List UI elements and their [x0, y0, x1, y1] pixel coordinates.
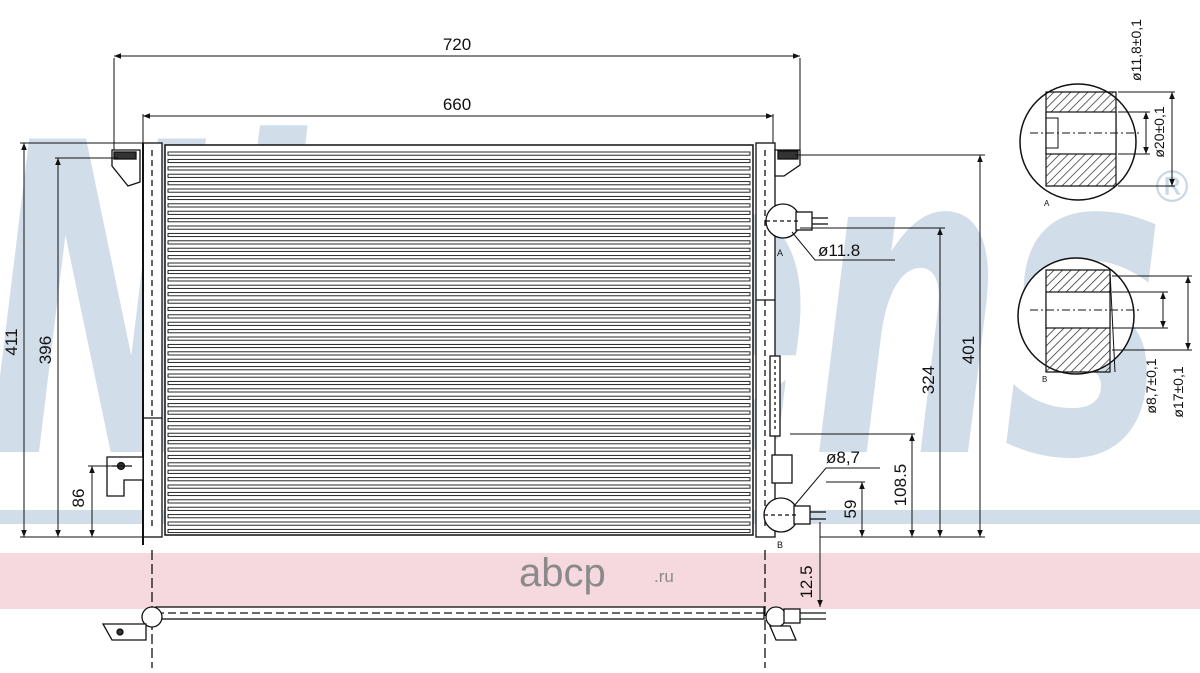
core-tube [167, 181, 751, 186]
radiator-core [164, 144, 754, 536]
core-tube [167, 491, 751, 497]
core-tube [167, 388, 751, 393]
right-tank [755, 142, 781, 538]
watermark-banner [0, 553, 1200, 609]
core-tube [167, 166, 751, 171]
core-tube [167, 380, 751, 386]
core-tube [167, 462, 751, 467]
dim-outlet-diameter: ø8,7 [826, 448, 860, 467]
dim-height-324: 324 [919, 366, 938, 394]
core-tube [167, 232, 751, 238]
core-tube [167, 188, 751, 193]
site-logo: abcp .ru [519, 551, 674, 595]
core-tube [167, 358, 751, 363]
core-tube [167, 521, 751, 526]
core-tube [167, 477, 751, 482]
detail-a-inner-diameter: ø11,8±0,1 [1128, 19, 1144, 81]
core-tube [167, 432, 751, 437]
detail-b-outer-diameter: ø17±0,1 [1170, 366, 1186, 417]
core-tube [167, 425, 751, 430]
dim-core-width: 660 [443, 95, 471, 114]
dim-depth-12-5: 12.5 [797, 565, 816, 598]
bracket-bottom-left [106, 456, 144, 497]
detail-b: B ø8,7±0,1 ø17±0,1 [1017, 257, 1192, 418]
core-tube [167, 447, 751, 452]
dim-core-height: 396 [36, 336, 55, 364]
core-tube [167, 195, 751, 201]
core-tube [167, 269, 751, 275]
core-tube [167, 395, 751, 400]
core-tube [167, 262, 751, 267]
core-tube [167, 255, 751, 260]
core-tube [167, 173, 751, 178]
core-tube [167, 203, 751, 208]
dimension-lines [20, 53, 985, 607]
dim-overall-width: 720 [443, 35, 471, 54]
core-tube [167, 514, 751, 519]
core-tube [167, 158, 751, 164]
core-tube [167, 240, 751, 245]
core-tube [167, 528, 751, 534]
left-tank [142, 142, 163, 545]
dim-inlet-diameter: ø11.8 [818, 241, 860, 260]
detail-a-outer-diameter: ø20±0,1 [1151, 106, 1167, 157]
dim-bracket-height: 86 [69, 489, 88, 508]
core-tube [167, 218, 751, 223]
core-tube [167, 336, 751, 341]
core-tube [167, 410, 751, 415]
core-tube [167, 299, 751, 304]
core-tube [167, 366, 751, 371]
core-tube [167, 373, 751, 378]
site-name: abcp [519, 551, 606, 595]
bracket-top-left [111, 149, 141, 187]
port-a-label: A [777, 248, 783, 258]
core-tube [167, 210, 751, 215]
core-tube [167, 247, 751, 252]
detail-a: A ø11,8±0,1 ø20±0,1 [1019, 19, 1175, 208]
dim-height-401: 401 [959, 336, 978, 364]
core-tube [167, 506, 751, 511]
core-tube [167, 314, 751, 319]
core-tube [167, 284, 751, 289]
core-tube [167, 306, 751, 312]
core-tube [167, 351, 751, 356]
core-tube [167, 454, 751, 460]
bottom-view [101, 550, 826, 668]
core-tube [167, 151, 751, 156]
core-tube [167, 321, 751, 326]
core-tube [167, 329, 751, 334]
core-tube [167, 292, 751, 297]
dim-height-108-5: 108.5 [891, 464, 910, 507]
dim-height-59: 59 [841, 500, 860, 519]
core-tube [167, 225, 751, 230]
core-tube [167, 343, 751, 349]
detail-a-label: A [1044, 199, 1050, 208]
core-tube [167, 484, 751, 489]
core-tube [167, 417, 751, 423]
detail-b-label: B [1042, 375, 1047, 384]
site-tld: .ru [654, 567, 674, 586]
port-b-label: B [777, 540, 783, 550]
dim-overall-height: 411 [2, 328, 21, 355]
core-tube [167, 403, 751, 408]
core-tube [167, 469, 751, 474]
bracket-top-right [774, 149, 801, 177]
dimension-texts: 720 660 411 396 86 ø11.8 ø8,7 324 401 10… [2, 35, 978, 599]
detail-b-inner-diameter: ø8,7±0,1 [1143, 358, 1159, 413]
core-tube [167, 499, 751, 504]
core-tube [167, 440, 751, 445]
core-fins [167, 151, 751, 534]
core-tube [167, 277, 751, 282]
port-b: B [763, 454, 826, 550]
port-a: A [765, 203, 828, 258]
